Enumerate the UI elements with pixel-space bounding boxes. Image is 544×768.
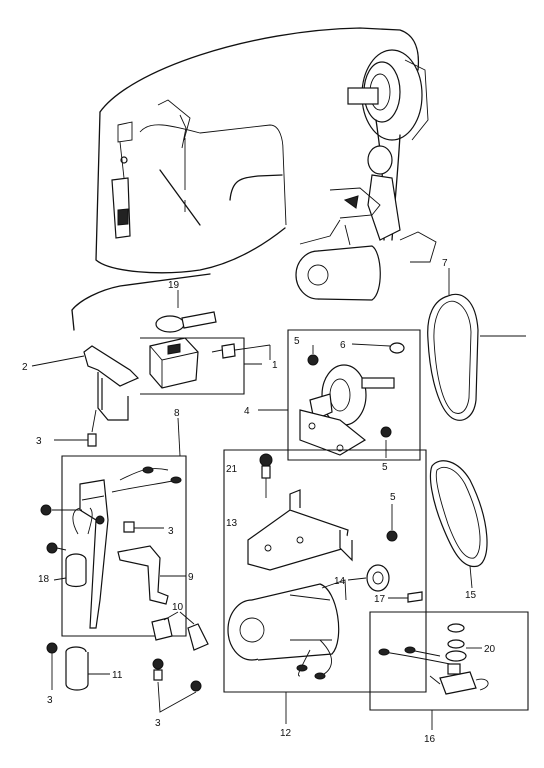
callout-6: 6: [340, 340, 346, 351]
callout-3: 3: [155, 718, 161, 729]
callout-4: 4: [244, 406, 250, 417]
callout-17: 17: [374, 594, 386, 605]
callout-15: 15: [465, 590, 477, 601]
callout-1: 1: [272, 360, 278, 371]
callout-8: 8: [174, 408, 180, 419]
callout-3: 3: [168, 526, 174, 537]
callout-18: 18: [38, 574, 50, 585]
part-15-belt: [429, 460, 488, 589]
callout-7: 7: [442, 258, 448, 269]
part-16-switch-assembly: [369, 611, 529, 730]
mounted-motor: [295, 145, 437, 301]
part-12-motor-assembly: [223, 449, 427, 724]
callout-14: 14: [334, 576, 346, 587]
callout-5: 5: [294, 336, 300, 347]
callout-20: 20: [484, 644, 496, 655]
callout-21: 21: [226, 464, 238, 475]
part-7-belt: [427, 268, 526, 421]
callout-19: 19: [168, 280, 180, 291]
callout-9: 9: [188, 572, 194, 583]
callout-13: 13: [226, 518, 238, 529]
part-4-pulley-assembly: [258, 329, 421, 461]
part-19-clip: [155, 290, 217, 333]
callout-10: 10: [172, 602, 184, 613]
callout-labels: 1 2 3 3 3 3 4 5 5 5 6 7 8 9 10 11 12 13 …: [22, 258, 496, 745]
callout-5: 5: [390, 492, 396, 503]
callout-12: 12: [280, 728, 292, 739]
callout-3: 3: [36, 436, 42, 447]
machine-head: [71, 27, 420, 331]
handwheel-pulley: [347, 49, 429, 241]
part-1-2-assembly: [31, 337, 271, 447]
callout-5: 5: [382, 462, 388, 473]
part-9-bracket: [117, 545, 186, 605]
callout-3: 3: [47, 695, 53, 706]
part-8-light-assembly: [40, 417, 187, 637]
callout-11: 11: [112, 670, 123, 681]
callout-16: 16: [424, 734, 436, 745]
parts-10-11-clips: [46, 611, 209, 713]
callout-2: 2: [22, 362, 28, 373]
